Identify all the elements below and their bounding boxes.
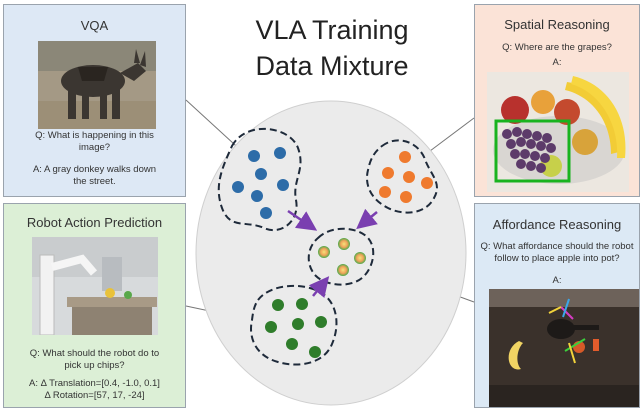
main-title-line2: Data Mixture — [255, 51, 409, 81]
affordance-question: Q: What affordance should the robot foll… — [480, 241, 634, 264]
vqa-data-dot — [255, 168, 267, 180]
robot-data-dot — [292, 318, 304, 330]
spatial-data-dot — [382, 167, 394, 179]
mixed-data-dot — [338, 238, 350, 250]
kitchen-photo — [489, 289, 639, 407]
spatial-title: Spatial Reasoning — [504, 17, 610, 32]
vqa-cluster-outline — [217, 128, 302, 231]
robot-data-dot — [315, 316, 327, 328]
spatial-data-dot — [400, 191, 412, 203]
fruit-photo — [487, 72, 629, 192]
grapes-bounding-box — [494, 119, 571, 183]
vqa-question: Q: What is happening in this image? — [35, 130, 154, 153]
arrow-vqa-to-mixture — [287, 209, 318, 231]
affordance-title: Affordance Reasoning — [492, 217, 622, 232]
mixed-data-dot — [337, 264, 349, 276]
mixed-data-dot — [318, 246, 330, 258]
affordance-panel: Affordance Reasoning Q: What affordance … — [474, 203, 640, 408]
fruit-image — [487, 72, 629, 192]
spatial-data-dot — [403, 171, 415, 183]
robot-data-dot — [296, 298, 308, 310]
donkey-image — [38, 41, 156, 129]
mixed-data-dot — [354, 252, 366, 264]
data-mixture-ellipse — [195, 100, 467, 406]
spatial-question: Q: Where are the grapes? — [502, 42, 612, 53]
robot-answer-line2: Δ Rotation=[57, 17, -24] — [44, 390, 145, 401]
robot-answer-line1: A: Δ Translation=[0.4, -1.0, 0.1] — [29, 378, 160, 389]
spatial-data-dot — [421, 177, 433, 189]
vqa-title: VQA — [80, 18, 109, 33]
robot-photo — [32, 237, 158, 335]
robot-data-dot — [272, 299, 284, 311]
affordance-answer: A: — [552, 275, 562, 286]
robot-data-dot — [286, 338, 298, 350]
robot-question: Q: What should the robot do to pick up c… — [29, 348, 160, 371]
robot-action-panel: Robot Action Prediction Q: What should t… — [3, 203, 186, 408]
spatial-answer: A: — [552, 57, 562, 68]
spatial-data-dot — [379, 186, 391, 198]
vqa-data-dot — [251, 190, 263, 202]
main-title: VLA Training Data Mixture — [226, 12, 438, 84]
spatial-panel: Spatial Reasoning Q: Where are the grape… — [474, 4, 640, 197]
main-title-line1: VLA Training — [255, 15, 409, 45]
spatial-data-dot — [399, 151, 411, 163]
robot-image — [32, 237, 158, 335]
robot-action-title: Robot Action Prediction — [26, 215, 163, 230]
vqa-data-dot — [274, 147, 286, 159]
vqa-data-dot — [260, 207, 272, 219]
arrow-spatial-to-mixture — [356, 208, 378, 230]
spatial-cluster-outline — [366, 139, 438, 214]
mixture-cluster-outline — [307, 227, 375, 286]
vqa-data-dot — [277, 179, 289, 191]
vqa-data-dot — [248, 150, 260, 162]
vqa-data-dot — [232, 181, 244, 193]
robot-data-dot — [309, 346, 321, 358]
donkey-photo — [38, 41, 156, 129]
arrow-robot-to-mixture — [308, 276, 330, 298]
vqa-answer: A: A gray donkey walks down the street. — [32, 164, 157, 187]
kitchen-image — [489, 289, 639, 407]
robot-data-dot — [265, 321, 277, 333]
vqa-panel: VQA Q: What is happening in this image? … — [3, 4, 186, 197]
